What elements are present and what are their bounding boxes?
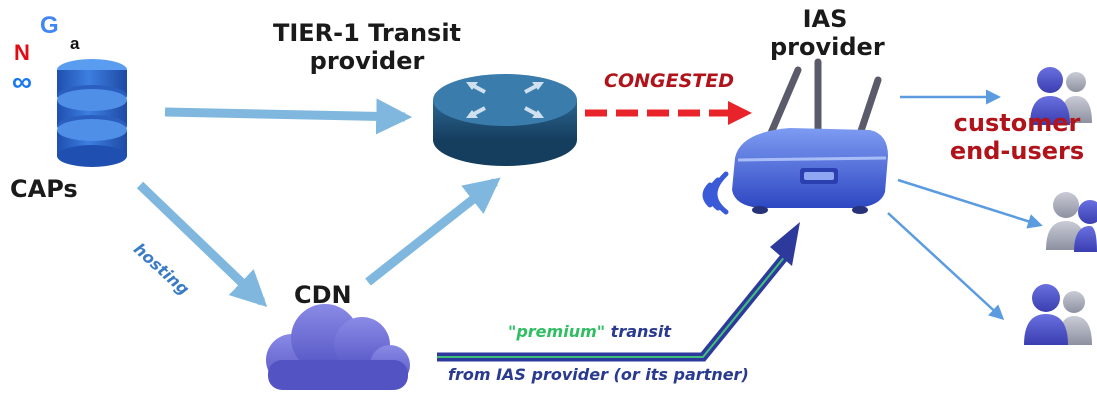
congested-label: CONGESTED [604,70,734,92]
from-ias-provider-label: from IAS provider (or its partner) [448,365,749,384]
tier1-label: TIER-1 Transit provider [262,19,472,75]
ias-label-line1: IAS [802,5,848,33]
ias-label-line2: provider [770,32,885,61]
caps-label: CAPs [10,175,78,203]
tier1-router-icon [433,74,577,166]
customer-label: customer end-users [942,109,1092,165]
amazon-logo-icon: a [70,34,80,53]
transit-word: transit [605,322,672,341]
arrow-to-customer-3 [887,212,1005,321]
caps-to-tier1-arrow [164,98,413,135]
premium-transit-label: "premium" transit [508,322,672,341]
meta-logo-icon: ∞ [12,66,32,97]
ias-provider-label: IAS provider [770,5,885,61]
user-group-icon-1 [1030,67,1092,125]
congested-arrow [585,101,752,125]
tier1-label-line2: provider [309,46,425,75]
user-group-icon-2 [1046,192,1097,252]
flow-arrows [136,98,501,307]
caps-to-cdn-arrow [136,181,268,307]
premium-transit-path [437,222,800,362]
wifi-signal-icon [702,171,729,215]
google-logo-icon: G [40,12,59,39]
ias-router-icon [732,58,888,214]
cdn-label: CDN [294,281,352,309]
caps-server-icon [57,59,127,167]
customer-label-line1: customer [953,109,1081,137]
premium-word: "premium" [508,322,606,341]
netflix-logo-icon: N [14,40,30,65]
customer-arrows [887,89,1043,321]
arrow-to-customer-2 [897,178,1043,229]
customer-label-line2: end-users [949,136,1085,165]
tier1-label-line1: TIER-1 Transit [272,19,462,47]
cdn-cloud-icon [266,304,410,390]
cdn-to-tier1-arrow [365,177,501,286]
user-group-icon-3 [1024,284,1092,345]
